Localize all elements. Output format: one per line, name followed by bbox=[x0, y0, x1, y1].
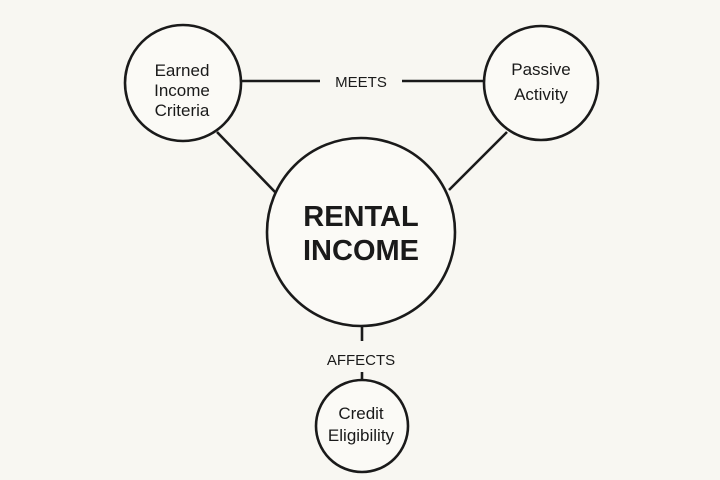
node-label: RENTAL bbox=[303, 201, 418, 233]
node-label: Activity bbox=[514, 85, 568, 104]
node-credit-eligibility: Credit Eligibility bbox=[314, 378, 410, 474]
node-label: INCOME bbox=[303, 235, 419, 267]
node-label: Criteria bbox=[155, 101, 210, 120]
node-rental-income: RENTAL INCOME bbox=[265, 136, 457, 328]
node-label: Earned bbox=[155, 61, 210, 80]
node-earned-income-criteria: Earned Income Criteria bbox=[123, 23, 243, 143]
node-label: Passive bbox=[511, 60, 571, 79]
edge-passive-rental bbox=[448, 131, 508, 191]
node-label: Income bbox=[154, 81, 210, 100]
edge-label-meets: MEETS bbox=[335, 74, 387, 91]
node-passive-activity: Passive Activity bbox=[482, 24, 600, 142]
edge-label-affects: AFFECTS bbox=[327, 352, 395, 369]
node-label: Credit bbox=[338, 404, 384, 423]
node-label: Eligibility bbox=[328, 426, 395, 445]
edge-earned-rental bbox=[216, 131, 276, 193]
